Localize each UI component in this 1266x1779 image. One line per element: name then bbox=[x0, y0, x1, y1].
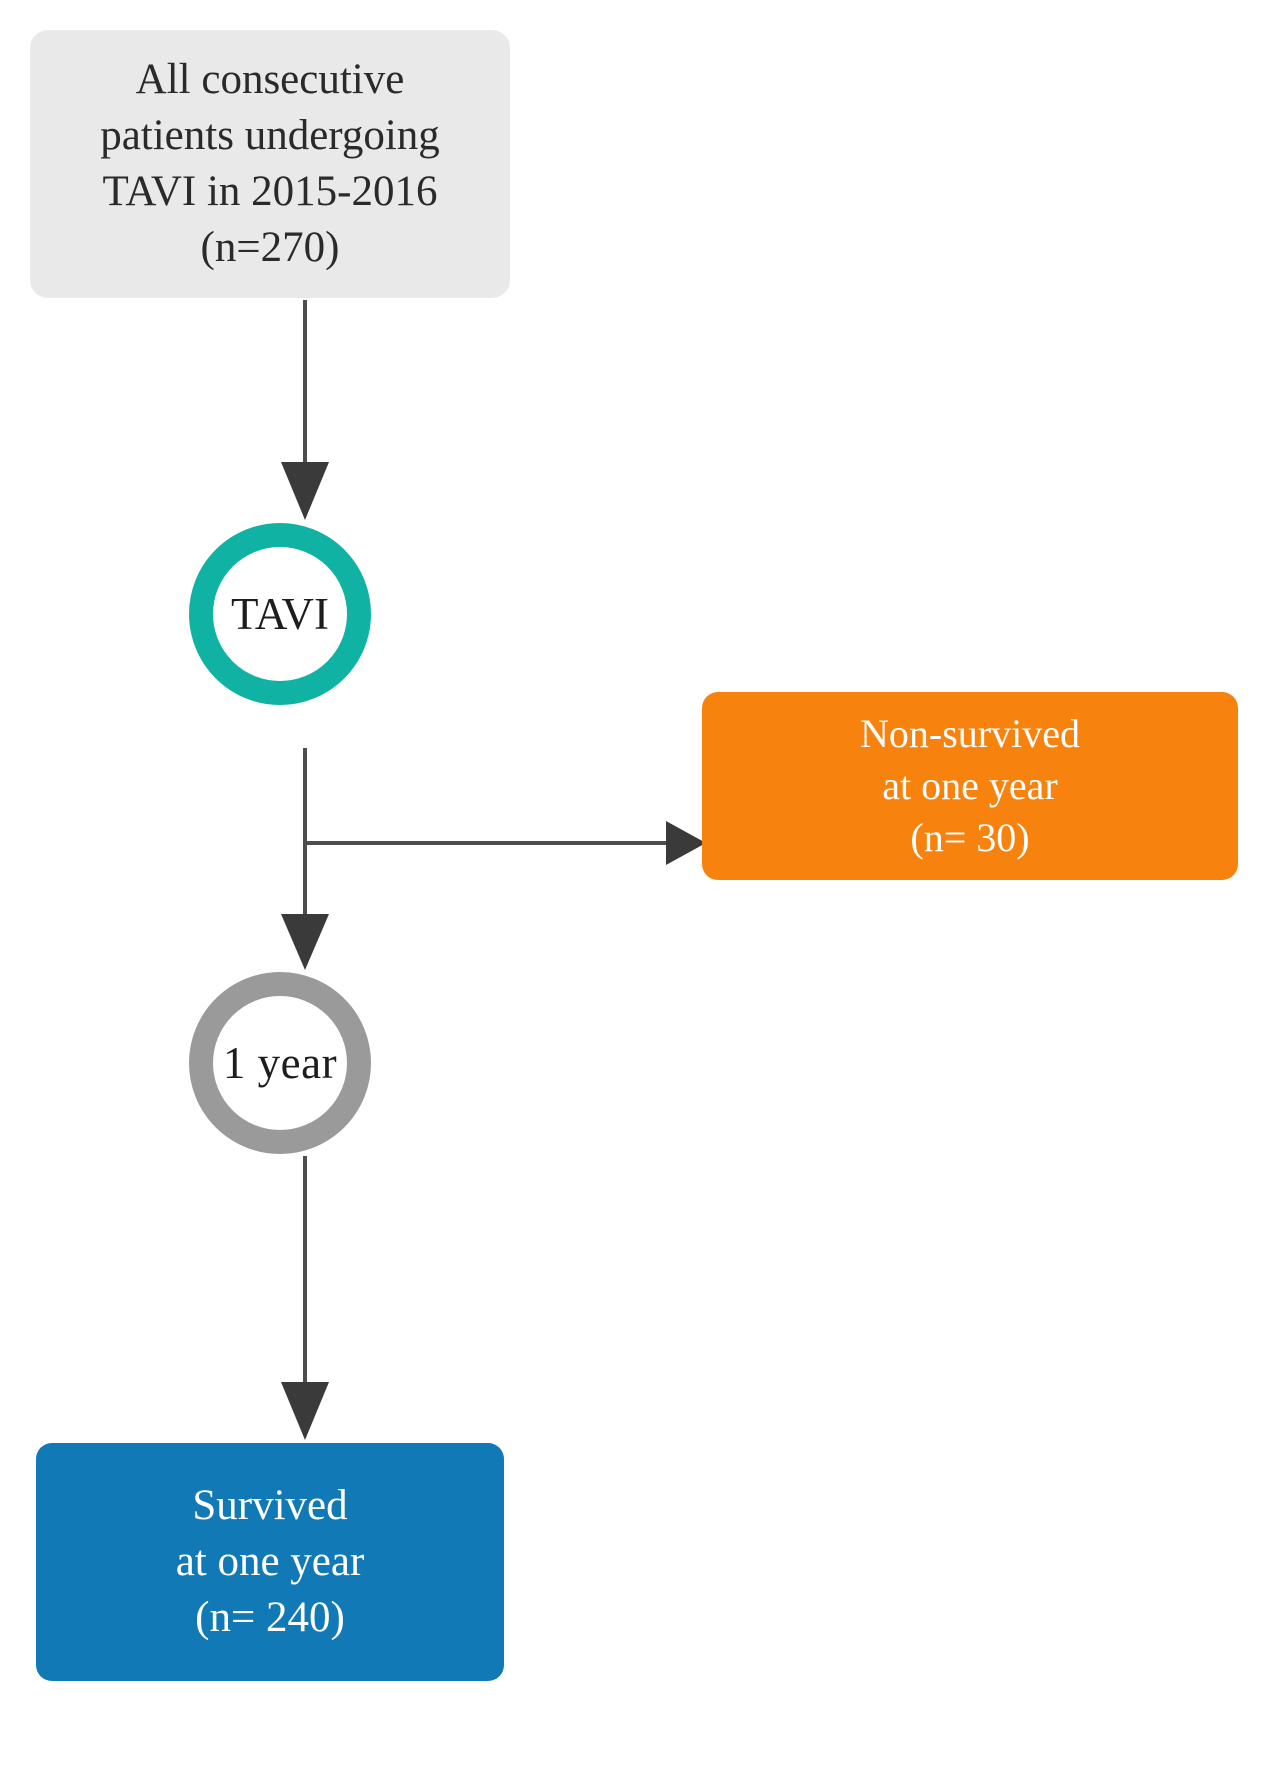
edge-one-year-to-survived bbox=[281, 1156, 329, 1440]
cohort-line-1: All consecutive bbox=[135, 56, 405, 104]
node-all-consecutive-patients[interactable]: All consecutive patients undergoing TAVI… bbox=[30, 30, 510, 298]
one-year-ring-label: 1 year bbox=[222, 1038, 338, 1088]
edge-tavi-to-non-survived bbox=[305, 821, 706, 865]
survived-line-2: at one year bbox=[175, 1538, 365, 1586]
node-non-survived-at-one-year[interactable]: Non-survived at one year (n= 30) bbox=[702, 692, 1238, 880]
non-survived-line-3: (n= 30) bbox=[910, 815, 1030, 860]
non-survived-line-1: Non-survived bbox=[860, 711, 1080, 756]
cohort-line-3: TAVI in 2015-2016 bbox=[102, 168, 438, 215]
non-survived-line-2: at one year bbox=[882, 763, 1058, 808]
node-survived-at-one-year[interactable]: Survived at one year (n= 240) bbox=[36, 1443, 504, 1681]
edge-cohort-to-tavi bbox=[281, 300, 329, 520]
survived-line-1: Survived bbox=[192, 1482, 348, 1530]
survived-line-3: (n= 240) bbox=[195, 1593, 345, 1641]
edge-tavi-to-one-year bbox=[281, 748, 329, 970]
cohort-line-4: (n=270) bbox=[200, 223, 340, 271]
node-tavi-ring[interactable]: TAVI bbox=[189, 523, 371, 705]
node-one-year-ring[interactable]: 1 year bbox=[189, 972, 371, 1154]
tavi-ring-label: TAVI bbox=[230, 589, 330, 639]
cohort-line-2: patients undergoing bbox=[100, 112, 440, 160]
